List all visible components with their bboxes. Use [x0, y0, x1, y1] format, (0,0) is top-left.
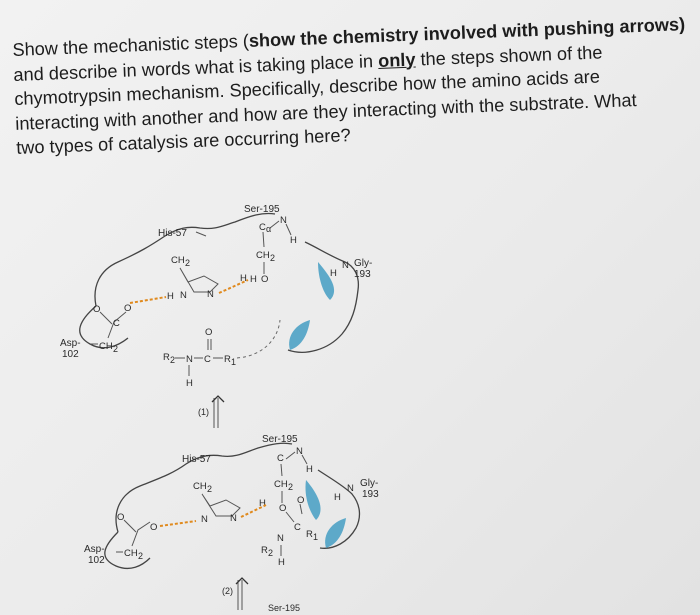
cutoff-ser-label: Ser-195 [268, 603, 300, 613]
step-1-arrow [213, 398, 219, 428]
proton-h: H [259, 498, 266, 509]
his-n3: N [207, 289, 214, 300]
specificity-pocket-shape [289, 320, 310, 350]
his-n1: N [201, 514, 208, 525]
proton-h: H [240, 273, 247, 284]
tetrahedral-o: O [297, 495, 304, 506]
substrate-c: C [204, 354, 211, 365]
ser-nh: H [306, 464, 313, 475]
ch2-subscript: 2 [270, 253, 275, 263]
his-nh: H [167, 291, 174, 302]
his-imidazole-ring [201, 493, 241, 517]
gly-n: N [347, 483, 354, 494]
step-2-label: (2) [222, 586, 233, 596]
r1-subscript: 1 [231, 357, 236, 367]
tetrahedral-n: N [277, 533, 284, 544]
ser-bonds [280, 451, 308, 477]
ser-ch2: CH [256, 250, 270, 261]
enzyme-backbone-outline [115, 442, 361, 549]
step-2-arrowhead [235, 577, 249, 585]
his-57-label: His-57 [158, 228, 187, 239]
tetrahedral-c: C [294, 522, 301, 533]
ser-ch2: CH [274, 479, 288, 490]
his-ch2: CH [193, 481, 207, 492]
oxyanion-hole-shape [318, 262, 335, 300]
substrate-r1: R [224, 354, 231, 365]
his-n1: N [180, 290, 187, 301]
asp-o-carbonyl: O [117, 512, 124, 523]
asp-his-hydrogen-bond [159, 520, 197, 527]
gly-193-label: Gly- [360, 478, 378, 489]
asp-bonds [116, 519, 151, 553]
ser-ca: C [277, 453, 284, 464]
substrate-nh: H [186, 378, 193, 389]
asp-102-number: 102 [88, 555, 105, 566]
step-1-arrowhead [211, 395, 225, 403]
mechanism-step-1-panel: His-57 Ser-195 C α N H CH 2 O H CH 2 N N… [60, 204, 372, 428]
asp-102-number: 102 [62, 349, 79, 360]
ch2-subscript: 2 [207, 484, 212, 494]
oxyanion-hole-shape [305, 480, 321, 520]
ch2-subscript: 2 [113, 344, 118, 354]
ch2-subscript: 2 [185, 258, 190, 268]
gly-193-number: 193 [362, 489, 379, 500]
asp-ch2: CH [124, 548, 138, 559]
tetrahedral-r1: R [306, 529, 313, 540]
asp-bonds [90, 311, 127, 345]
his-57-label: His-57 [182, 454, 211, 465]
enzyme-backbone-lower [104, 531, 151, 570]
r2-subscript: 2 [268, 548, 273, 558]
tetrahedral-r2: R [261, 545, 268, 556]
tetrahedral-nh: H [278, 557, 285, 568]
substrate-o: O [205, 327, 212, 338]
ser-ca: C [259, 222, 266, 233]
enzyme-backbone-outline [94, 212, 360, 353]
substrate-r2: R [163, 352, 170, 363]
substrate-carbonyl [207, 339, 212, 350]
his-ch2: CH [171, 255, 185, 266]
gly-193-label: Gly- [354, 258, 372, 269]
ser-195-label: Ser-195 [262, 434, 298, 445]
step-1-label: (1) [198, 407, 209, 417]
substrate-tether [236, 319, 281, 359]
ser-195-label: Ser-195 [244, 204, 280, 215]
mechanism-step-2-panel: His-57 Ser-195 C N H CH 2 O CH 2 N N H A… [84, 434, 379, 613]
specificity-pocket-shape [325, 518, 346, 548]
asp-ch2: CH [99, 341, 113, 352]
asp-c: C [113, 318, 120, 329]
ser-n: N [280, 215, 287, 226]
gly-h: H [334, 492, 341, 503]
ch2-subscript: 2 [288, 482, 293, 492]
gly-193-number: 193 [354, 269, 371, 280]
asp-o-carboxylate: O [150, 522, 157, 533]
alpha-subscript: α [266, 224, 271, 234]
asp-o-carboxylate: O [124, 303, 131, 314]
substrate-n: N [186, 354, 193, 365]
his-imidazole-ring [179, 267, 219, 293]
his-ser-hydrogen-bond [218, 279, 249, 294]
step-2-arrow [237, 580, 243, 610]
tetrahedral-bonds [285, 503, 303, 523]
ser-nh: H [290, 235, 297, 246]
asp-o-carbonyl: O [93, 304, 100, 315]
gly-n: N [342, 260, 349, 271]
ch2-subscript: 2 [138, 551, 143, 561]
ser-n: N [296, 446, 303, 457]
gly-h: H [330, 268, 337, 279]
ser-o: O [279, 503, 286, 514]
ser-bonds [262, 220, 292, 248]
r1-subscript: 1 [313, 532, 318, 542]
ser-oh: H [250, 274, 257, 285]
asp-102-label: Asp- [84, 544, 105, 555]
his-n3: N [230, 513, 237, 524]
his-57-tick [195, 231, 207, 237]
asp-102-label: Asp- [60, 338, 81, 349]
asp-his-hydrogen-bond [129, 296, 167, 304]
ser-o: O [261, 274, 268, 285]
r2-subscript: 2 [170, 355, 175, 365]
